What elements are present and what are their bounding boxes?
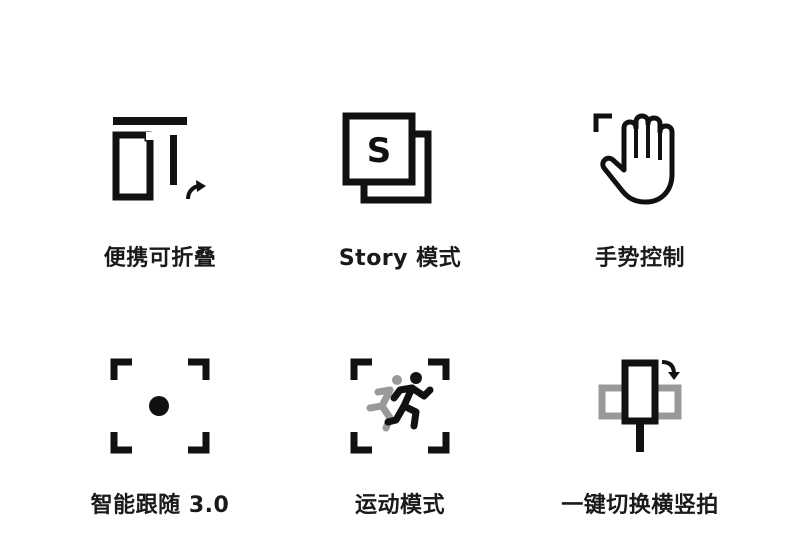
story-mode-icon: S (342, 112, 432, 204)
feature-smart-follow: 智能跟随 3.0 (40, 0, 280, 558)
focus-target-icon (110, 358, 210, 454)
foldable-icon (112, 117, 206, 201)
story-badge-letter: S (367, 131, 392, 171)
feature-gesture-control: 手势控制 (520, 0, 760, 558)
feature-story-mode: S Story 模式 (280, 0, 520, 558)
feature-rotate-orientation: 一键切换横竖拍 (520, 0, 760, 558)
rotate-orientation-icon (598, 359, 682, 452)
feature-label: 运动模式 (354, 493, 445, 518)
gesture-hand-icon (593, 113, 675, 205)
feature-label: 手势控制 (594, 246, 685, 271)
feature-label: Story 模式 (338, 246, 462, 271)
feature-label: 一键切换横竖拍 (561, 493, 719, 518)
feature-label: 便携可折叠 (103, 246, 217, 271)
feature-portable-foldable: 便携可折叠 (40, 0, 280, 558)
feature-sport-mode: 运动模式 (280, 0, 520, 558)
sport-runner-icon (350, 358, 450, 454)
feature-label: 智能跟随 3.0 (90, 493, 230, 518)
